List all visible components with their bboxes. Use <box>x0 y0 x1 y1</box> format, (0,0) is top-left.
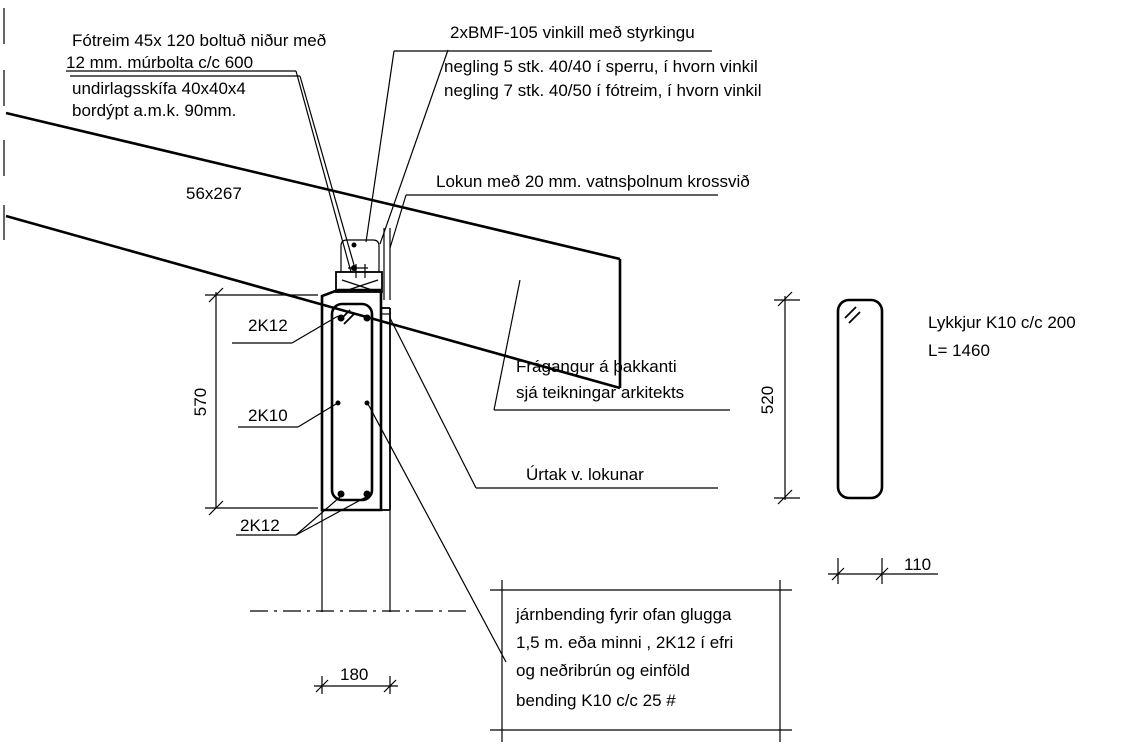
footplate-label-line1: Fótreim 45x 120 boltuð niður með <box>72 31 326 50</box>
footplate-bracket <box>335 239 383 293</box>
dimension-520 <box>774 291 800 505</box>
concrete-beam <box>320 288 391 512</box>
washer-label-line2: bordýpt a.m.k. 90mm. <box>72 101 236 120</box>
rafter <box>5 111 622 390</box>
rebar-top-label: 2K12 <box>248 316 288 335</box>
footplate-label-line2: 12 mm. múrbolta c/c 600 <box>66 53 253 72</box>
dim-height-label: 570 <box>191 388 210 416</box>
note-box <box>490 580 792 742</box>
stirrups-label-line2: L= 1460 <box>928 341 990 360</box>
note-line1: járnbending fyrir ofan glugga <box>515 605 732 624</box>
nailing-label-line1: negling 5 stk. 40/40 í sperru, í hvorn v… <box>444 57 758 76</box>
rafter-label: 56x267 <box>186 184 242 203</box>
extension-lines <box>250 510 470 612</box>
recess-label: Úrtak v. lokunar <box>526 465 644 484</box>
note-line4: bending K10 c/c 25 # <box>516 691 676 710</box>
leader-lines <box>66 49 730 663</box>
stirrup-detail <box>836 298 884 500</box>
closure-label: Lokun með 20 mm. vatnsþolnum krossvið <box>436 172 750 191</box>
dim-beam-width-label: 180 <box>340 665 368 684</box>
finishing-label-line1: Frágangur á þakkanti <box>516 357 677 376</box>
washer-label-line1: undirlagsskífa 40x40x4 <box>72 79 246 98</box>
finishing-label-line2: sjá teikningar arkitekts <box>516 383 684 402</box>
beam-stirrup <box>330 302 374 502</box>
bracket-label: 2xBMF-105 vinkill með styrkingu <box>450 23 695 42</box>
rebar-bottom-label: 2K12 <box>240 516 280 535</box>
dimension-180 <box>314 676 398 694</box>
dim-stirrup-width-label: 110 <box>904 555 931 574</box>
stirrups-label-line1: Lykkjur K10 c/c 200 <box>928 313 1076 332</box>
note-line3: og neðribrún og einföld <box>516 661 690 680</box>
dimension-110 <box>828 558 938 584</box>
nailing-label-line2: negling 7 stk. 40/50 í fótreim, í hvorn … <box>444 81 762 100</box>
dim-stirrup-height-label: 520 <box>758 386 777 414</box>
closure-plywood <box>383 228 391 300</box>
note-line2: 1,5 m. eða minni , 2K12 í efri <box>516 633 733 652</box>
dimension-570 <box>205 287 318 516</box>
rebar-mid-label: 2K10 <box>248 406 288 425</box>
